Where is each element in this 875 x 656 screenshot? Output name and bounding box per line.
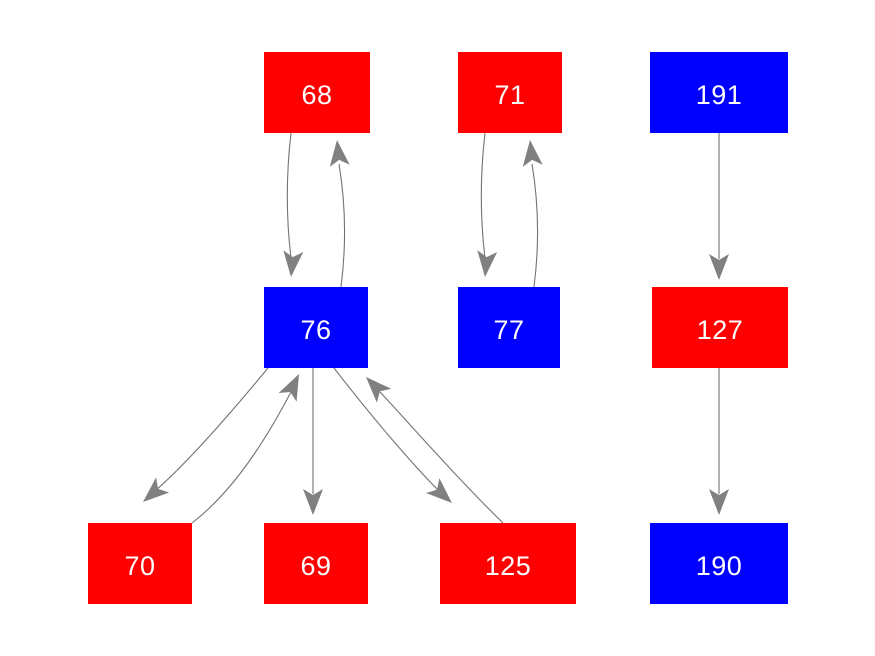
graph-node-125[interactable]: 125 <box>440 523 576 604</box>
graph-node-68[interactable]: 68 <box>264 52 370 133</box>
edge-76-to-69-arrowhead-icon <box>303 489 323 515</box>
graph-node-77[interactable]: 77 <box>458 287 560 368</box>
graph-node-label-71: 71 <box>494 80 526 110</box>
graph-node-127[interactable]: 127 <box>652 287 788 368</box>
edge-68-to-76 <box>283 132 304 277</box>
edge-77-to-71-line <box>531 163 539 288</box>
edge-76-to-68 <box>329 140 350 288</box>
graph-node-69[interactable]: 69 <box>264 523 368 604</box>
edge-71-to-77 <box>477 132 498 277</box>
edge-125-to-76-line <box>379 391 504 524</box>
edge-76-to-125 <box>333 367 452 503</box>
graph-node-76[interactable]: 76 <box>264 287 368 368</box>
edge-191-to-127 <box>709 133 729 280</box>
edge-77-to-71-arrowhead-icon <box>522 140 543 167</box>
edge-70-to-76-arrowhead-icon <box>278 374 299 402</box>
edge-76-to-70-line <box>154 367 269 492</box>
edge-125-to-76 <box>366 377 504 524</box>
edge-76-to-125-line <box>333 367 441 493</box>
edge-127-to-190-arrowhead-icon <box>709 489 729 515</box>
graph-node-label-69: 69 <box>300 551 332 581</box>
edge-77-to-71 <box>522 140 543 288</box>
edge-68-to-76-line <box>286 132 292 259</box>
edge-76-to-70-arrowhead-icon <box>143 477 170 502</box>
edge-76-to-70 <box>143 367 269 502</box>
edge-68-to-76-arrowhead-icon <box>283 250 304 277</box>
graph-node-label-191: 191 <box>695 80 743 110</box>
edge-71-to-77-line <box>480 132 486 259</box>
graph-node-191[interactable]: 191 <box>650 52 788 133</box>
graph-node-label-68: 68 <box>301 80 333 110</box>
edge-76-to-68-arrowhead-icon <box>329 140 350 167</box>
edge-70-to-76-line <box>191 389 293 524</box>
graph-node-label-70: 70 <box>124 551 156 581</box>
edge-70-to-76 <box>191 374 299 524</box>
graph-node-label-76: 76 <box>300 315 332 345</box>
edge-127-to-190 <box>709 368 729 515</box>
graph-node-label-190: 190 <box>695 551 743 581</box>
graph-node-190[interactable]: 190 <box>650 523 788 604</box>
graph-node-label-125: 125 <box>484 551 532 581</box>
edge-125-to-76-arrowhead-icon <box>366 377 392 403</box>
edge-76-to-125-arrowhead-icon <box>425 478 452 503</box>
edge-76-to-68-line <box>338 163 346 288</box>
graph-node-label-77: 77 <box>493 315 525 345</box>
graph-node-71[interactable]: 71 <box>458 52 562 133</box>
edge-76-to-69 <box>303 368 323 515</box>
graph-node-label-127: 127 <box>696 315 744 345</box>
edge-71-to-77-arrowhead-icon <box>477 250 498 277</box>
graph-node-70[interactable]: 70 <box>88 523 192 604</box>
edge-191-to-127-arrowhead-icon <box>709 254 729 280</box>
